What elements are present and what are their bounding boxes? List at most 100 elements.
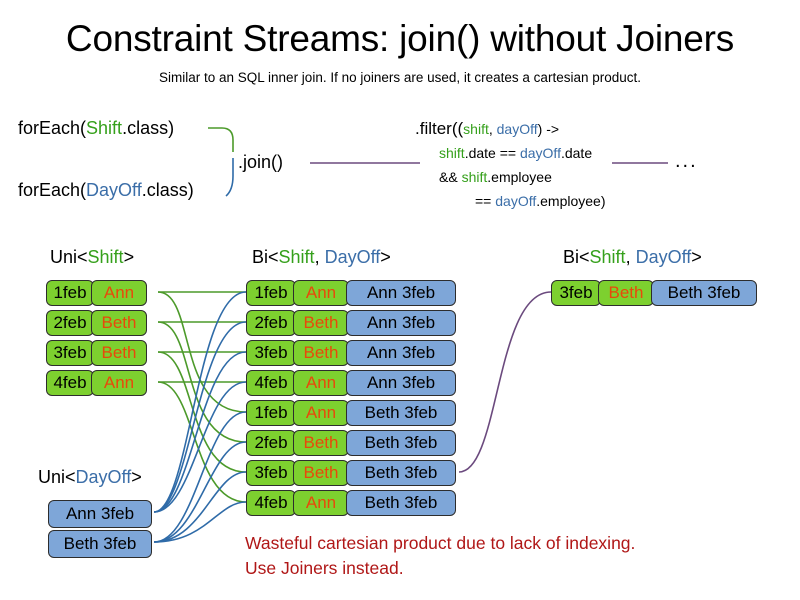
card-name-cell: Beth	[91, 310, 147, 336]
uni-shift-type: Shift	[87, 247, 124, 267]
uni-shift-pre: Uni<	[50, 247, 88, 267]
card-pair-cell: Beth 3feb	[651, 280, 757, 306]
card-date-cell: 3feb	[551, 280, 601, 306]
filter-l2-shift: shift	[439, 145, 465, 161]
filter-l4-field: .employee)	[536, 193, 606, 209]
card-name-cell: Beth	[293, 310, 349, 336]
bi-mid-pre: Bi<	[252, 247, 279, 267]
bi-right-comma: ,	[625, 247, 636, 267]
foreach-shift-statement: forEach(Shift.class)	[18, 117, 174, 139]
card-date-cell: 2feb	[246, 310, 296, 336]
card-name-cell: Beth	[293, 460, 349, 486]
card-date-cell: 4feb	[46, 370, 94, 396]
card-date-cell: 3feb	[246, 460, 296, 486]
card-pair-cell: Ann 3feb	[346, 340, 456, 366]
uni-dayoff-card-row: Beth 3feb	[48, 530, 152, 558]
card-pair-cell: Beth 3feb	[346, 490, 456, 516]
card-name-cell: Beth	[598, 280, 654, 306]
bi-mid-type1: Shift	[278, 247, 315, 267]
card-name-cell: Ann	[293, 400, 349, 426]
card-pair-cell: Beth 3feb	[346, 460, 456, 486]
label-uni-dayoff: Uni<DayOff>	[38, 466, 142, 488]
filter-shift-param: shift	[463, 121, 489, 137]
card-date-cell: 4feb	[246, 490, 296, 516]
uni-shift-post: >	[123, 247, 135, 267]
card-pair-cell: Beth 3feb	[346, 400, 456, 426]
filter-comma: ,	[488, 121, 497, 137]
card-pair-cell: Ann 3feb	[346, 280, 456, 306]
card-pair-cell: Ann 3feb	[346, 310, 456, 336]
card-pair-cell: Beth 3feb	[346, 430, 456, 456]
warning-note-line-2: Use Joiners instead.	[245, 558, 404, 578]
foreach-dayoff-prefix: forEach(	[18, 180, 87, 200]
foreach-shift-prefix: forEach(	[18, 118, 87, 138]
card-name-cell: Beth	[293, 340, 349, 366]
warning-note-line-1: Wasteful cartesian product due to lack o…	[245, 533, 636, 553]
filter-l4-op: ==	[475, 193, 496, 209]
card-date-cell: 2feb	[46, 310, 94, 336]
bi-mid-comma: ,	[314, 247, 325, 267]
card-name-cell: Ann	[293, 490, 349, 516]
card-name-cell: Ann	[91, 370, 147, 396]
bi-mid-post: >	[380, 247, 391, 267]
bi-right-post: >	[691, 247, 702, 267]
filter-l3-shift: shift	[461, 169, 488, 185]
page-title: Constraint Streams: join() without Joine…	[65, 18, 735, 59]
card-date-cell: 2feb	[246, 430, 296, 456]
bi-mid-type2: DayOff	[324, 247, 381, 267]
filter-l2-dayoff: dayOff	[519, 145, 561, 161]
page-subtitle: Similar to an SQL inner join. If no join…	[159, 70, 641, 85]
card-name-cell: Beth	[91, 340, 147, 366]
label-bi-right: Bi<Shift, DayOff>	[563, 246, 702, 268]
card-name-cell: Ann	[293, 280, 349, 306]
card-date-cell: 1feb	[46, 280, 94, 306]
filter-arrow: ) ->	[537, 121, 560, 137]
uni-dayoff-post: >	[131, 467, 142, 487]
filter-dayoff-param: dayOff	[496, 121, 538, 137]
foreach-dayoff-suffix: .class)	[141, 180, 194, 200]
filter-line-2: shift.date == dayOff.date	[439, 141, 606, 165]
card-date-cell: 1feb	[246, 280, 296, 306]
card-pair-cell: Beth 3feb	[48, 530, 152, 558]
filter-l2-op: .date ==	[464, 145, 520, 161]
filter-l4-dayoff: dayOff	[495, 193, 537, 209]
uni-dayoff-pre: Uni<	[38, 467, 76, 487]
filter-l3-field: .employee	[487, 169, 552, 185]
bi-right-pre: Bi<	[563, 247, 590, 267]
foreach-dayoff-statement: forEach(DayOff.class)	[18, 179, 194, 201]
filter-line-1: .filter((shift, dayOff) ->	[415, 117, 606, 141]
ellipsis-label: ...	[675, 150, 698, 172]
warning-note: Wasteful cartesian product due to lack o…	[245, 531, 635, 581]
card-date-cell: 1feb	[246, 400, 296, 426]
filter-l2-field: .date	[560, 145, 593, 161]
label-bi-middle: Bi<Shift, DayOff>	[252, 246, 391, 268]
filter-line-4: == dayOff.employee)	[475, 189, 606, 213]
card-date-cell: 3feb	[46, 340, 94, 366]
card-name-cell: Beth	[293, 430, 349, 456]
label-uni-shift: Uni<Shift>	[50, 246, 134, 268]
filter-line-3: && shift.employee	[439, 165, 606, 189]
card-date-cell: 4feb	[246, 370, 296, 396]
bi-right-type2: DayOff	[635, 247, 692, 267]
filter-code-block: .filter((shift, dayOff) -> shift.date ==…	[415, 117, 606, 213]
foreach-shift-suffix: .class)	[122, 118, 175, 138]
filter-open: .filter((	[415, 119, 464, 138]
shift-type-token: Shift	[86, 118, 123, 138]
filter-l3-and: &&	[439, 169, 462, 185]
uni-dayoff-type: DayOff	[75, 467, 132, 487]
card-pair-cell: Ann 3feb	[48, 500, 152, 528]
join-label: .join()	[238, 152, 284, 172]
card-pair-cell: Ann 3feb	[346, 370, 456, 396]
card-name-cell: Ann	[293, 370, 349, 396]
